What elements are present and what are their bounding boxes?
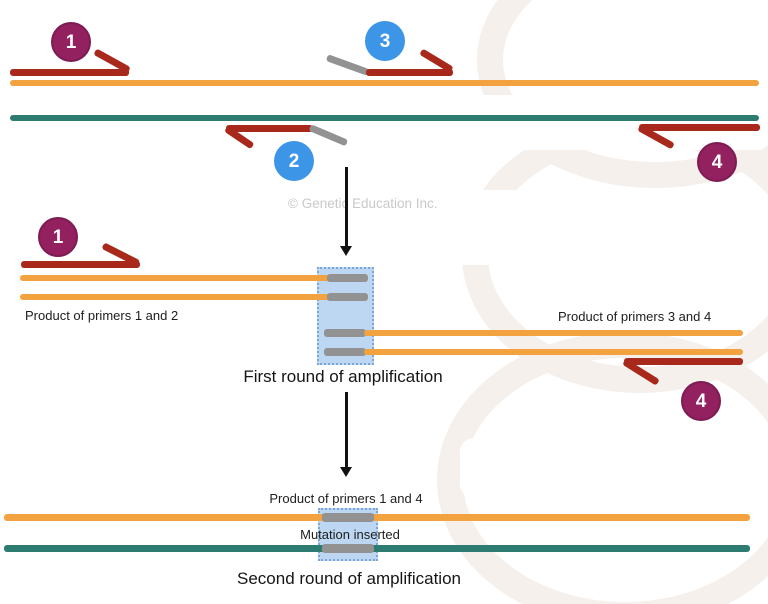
step-arrow-1-line — [345, 167, 348, 247]
primer-1-number-middle: 1 — [52, 226, 64, 248]
step-arrow-2-line — [345, 392, 348, 468]
primer-3-mutation-tail — [325, 54, 370, 76]
primer-1-body-middle — [21, 261, 140, 268]
second-round-caption: Second round of amplification — [237, 569, 461, 588]
step-arrow-1-head — [340, 246, 352, 256]
product-3-4-strand-b — [364, 349, 743, 355]
primer-3-number: 3 — [379, 30, 391, 52]
primer-4-number-middle: 4 — [695, 390, 707, 412]
product-3-4-label: Product of primers 3 and 4 — [558, 309, 712, 324]
primer-2-body — [226, 125, 313, 132]
product-1-2-strand-a-mutation — [327, 274, 368, 282]
step-arrow-2-head — [340, 467, 352, 477]
primer-4-badge: 4 — [697, 142, 737, 182]
product-3-4-strand-b-mutation — [324, 348, 366, 356]
primer-4-badge-middle: 4 — [681, 381, 721, 421]
primer-1-body — [10, 69, 129, 76]
final-product-sense-mutation — [322, 513, 374, 522]
template-strand-antisense — [10, 115, 759, 121]
final-product-antisense-mutation — [322, 544, 374, 553]
primer-4-body — [639, 124, 760, 131]
product-3-4-strand-a — [364, 330, 743, 336]
template-strand-sense — [10, 80, 759, 86]
final-product-strand-antisense — [4, 545, 750, 552]
product-1-4-label: Product of primers 1 and 4 — [269, 491, 423, 506]
product-1-2-strand-a — [20, 275, 330, 281]
primer-2-mutation-tail — [308, 124, 349, 147]
mutation-inserted-label: Mutation inserted — [300, 527, 400, 542]
primer-4-number: 4 — [711, 151, 723, 173]
primer-4-body-middle — [624, 358, 743, 365]
primer-2-number: 2 — [288, 150, 300, 172]
primer-1-number: 1 — [65, 31, 77, 53]
primer-1-badge-middle: 1 — [38, 217, 78, 257]
primer-2-badge: 2 — [274, 141, 314, 181]
product-1-2-strand-b — [20, 294, 330, 300]
primer-3-badge: 3 — [365, 21, 405, 61]
product-1-2-label: Product of primers 1 and 2 — [25, 308, 179, 323]
primer-1-badge: 1 — [51, 22, 91, 62]
copyright-watermark: © Genetic Education Inc. — [288, 196, 438, 211]
final-product-strand-sense — [4, 514, 750, 521]
product-3-4-strand-a-mutation — [324, 329, 366, 337]
first-round-caption: First round of amplification — [243, 367, 443, 386]
product-1-2-strand-b-mutation — [327, 293, 368, 301]
primer-3-body — [366, 69, 453, 76]
